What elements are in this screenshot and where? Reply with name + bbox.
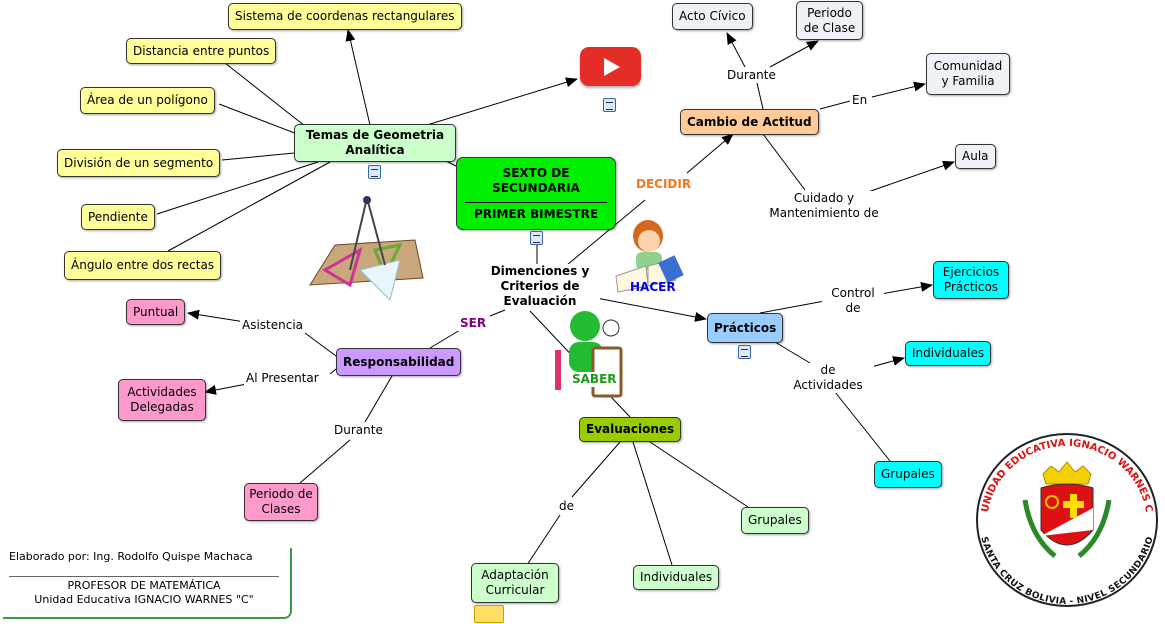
logo-emblem (1022, 461, 1112, 558)
line-durante-acto (726, 32, 746, 68)
line-resp-presentar (329, 368, 337, 375)
node-distancia-puntos[interactable]: Distancia entre puntos (126, 38, 277, 64)
line-practicos-de (774, 341, 811, 364)
line-hub-decidir (566, 199, 646, 266)
node-periodo-clases[interactable]: Periodo de Clases (244, 483, 318, 521)
link-al-presentar: Al Presentar (244, 371, 321, 386)
node-adaptacion-curricular[interactable]: Adaptación Curricular (471, 563, 559, 603)
line-asistencia-puntual (187, 309, 246, 323)
link-control-de: Control de (822, 286, 884, 316)
line-eval-de (571, 441, 621, 498)
center-title-line1: SEXTO DE (502, 165, 570, 180)
school-logo: UNIDAD EDUCATIVA IGNACIO WARNES C SANTA … (976, 433, 1158, 607)
compass-geometry-image (309, 196, 424, 301)
line-eval-individuales (632, 441, 673, 566)
node-division-segmento[interactable]: División de un segmento (57, 149, 221, 177)
center-title-line2: SECUNDARIA (492, 180, 580, 195)
youtube-icon[interactable] (580, 47, 641, 86)
line-cambio-cuidado (762, 133, 806, 191)
node-practicos[interactable]: Prácticos (707, 313, 784, 343)
node-puntual[interactable]: Puntual (126, 299, 186, 325)
note-icon[interactable] (474, 605, 504, 623)
link-cuidado: Cuidado y Mantenimiento de (760, 191, 888, 221)
node-grupales-hacer[interactable]: Grupales (874, 461, 942, 488)
credits-box: Elaborado por: Ing. Rodolfo Quispe Macha… (3, 548, 292, 619)
document-icon[interactable] (738, 345, 751, 359)
line-hub-ser (489, 309, 506, 317)
link-de-saber: de (557, 499, 576, 514)
node-area-poligono[interactable]: Área de un polígono (80, 87, 215, 114)
link-durante-ser: Durante (332, 423, 385, 438)
node-sistema-coordenadas[interactable]: Sistema de coordenas rectangulares (228, 3, 462, 30)
line-actividades-grupales (834, 391, 891, 462)
line-durante-periodo (769, 40, 819, 68)
link-en: En (850, 93, 870, 108)
line-decidir-cambio (686, 133, 734, 174)
node-ejercicios-practicos[interactable]: Ejercicios Prácticos (933, 261, 1009, 299)
line-temas-angulo (167, 161, 331, 252)
student-reading-image (615, 220, 684, 293)
line-hub-practicos (585, 295, 707, 322)
document-icon[interactable] (368, 165, 381, 179)
label-saber: SABER (570, 372, 619, 387)
node-sexto-secundaria[interactable]: SEXTO DE SECUNDARIA PRIMER BIMESTRE (456, 157, 616, 230)
line-control-ejercicios (874, 281, 933, 296)
label-decidir: DECIDIR (634, 177, 694, 192)
line-eval-grupales (649, 441, 749, 508)
document-icon[interactable] (603, 98, 616, 112)
line-ser-responsabilidad (429, 329, 461, 349)
link-asistencia: Asistencia (240, 318, 306, 333)
node-evaluaciones[interactable]: Evaluaciones (579, 417, 682, 442)
credits-divider (9, 576, 279, 577)
node-grupales-saber[interactable]: Grupales (741, 507, 809, 534)
line-cuidado-aula (864, 160, 955, 194)
label-hacer: HACER (630, 280, 676, 294)
node-angulo-rectas[interactable]: Ángulo entre dos rectas (64, 251, 222, 280)
node-temas-geometria[interactable]: Temas de Geometria Analítica (294, 124, 456, 162)
document-icon[interactable] (530, 231, 543, 245)
node-acto-civico[interactable]: Acto Cívico (672, 3, 753, 30)
line-temas-area (218, 103, 306, 138)
hub-dimenciones[interactable]: Dimenciones y Criterios de Evaluación (480, 264, 600, 309)
node-responsabilidad[interactable]: Responsabilidad (336, 348, 462, 376)
center-subtitle: PRIMER BIMESTRE (473, 206, 599, 221)
credits-school: Unidad Educativa IGNACIO WARNES "C" (34, 593, 254, 606)
link-durante: Durante (725, 68, 778, 83)
node-actividades-delegadas[interactable]: Actividades Delegadas (118, 379, 206, 421)
line-temas-sistema (345, 29, 371, 126)
line-cambio-en (819, 100, 851, 110)
line-durante-periodo-clases (299, 439, 351, 484)
node-pendiente[interactable]: Pendiente (81, 204, 155, 230)
saber-figure-image (555, 311, 623, 398)
node-cambio-actitud[interactable]: Cambio de Actitud (680, 109, 819, 135)
line-temas-distancia (224, 62, 311, 131)
node-periodo-clase[interactable]: Periodo de Clase (796, 1, 863, 40)
link-de-actividades: de Actividades (782, 363, 874, 393)
label-ser: SER (458, 316, 489, 331)
line-de-adaptacion (526, 514, 561, 566)
line-temas-pendiente (156, 161, 319, 215)
credits-author: Elaborado por: Ing. Rodolfo Quispe Macha… (9, 550, 253, 563)
node-comunidad-familia[interactable]: Comunidad y Familia (926, 53, 1010, 95)
line-en-comunidad (871, 81, 926, 98)
line-temas-division (221, 151, 306, 161)
node-aula[interactable]: Aula (955, 144, 996, 169)
credits-role: PROFESOR DE MATEMÁTICA (67, 579, 221, 592)
center-divider (465, 201, 607, 203)
node-individuales-saber[interactable]: Individuales (633, 565, 720, 590)
line-resp-durante (364, 375, 393, 423)
line-resp-asistencia (304, 332, 337, 357)
line-cambio-durante (756, 82, 764, 110)
line-temas-youtube (426, 77, 578, 126)
node-individuales-hacer[interactable]: Individuales (905, 341, 992, 366)
line-practicos-control (759, 299, 831, 314)
